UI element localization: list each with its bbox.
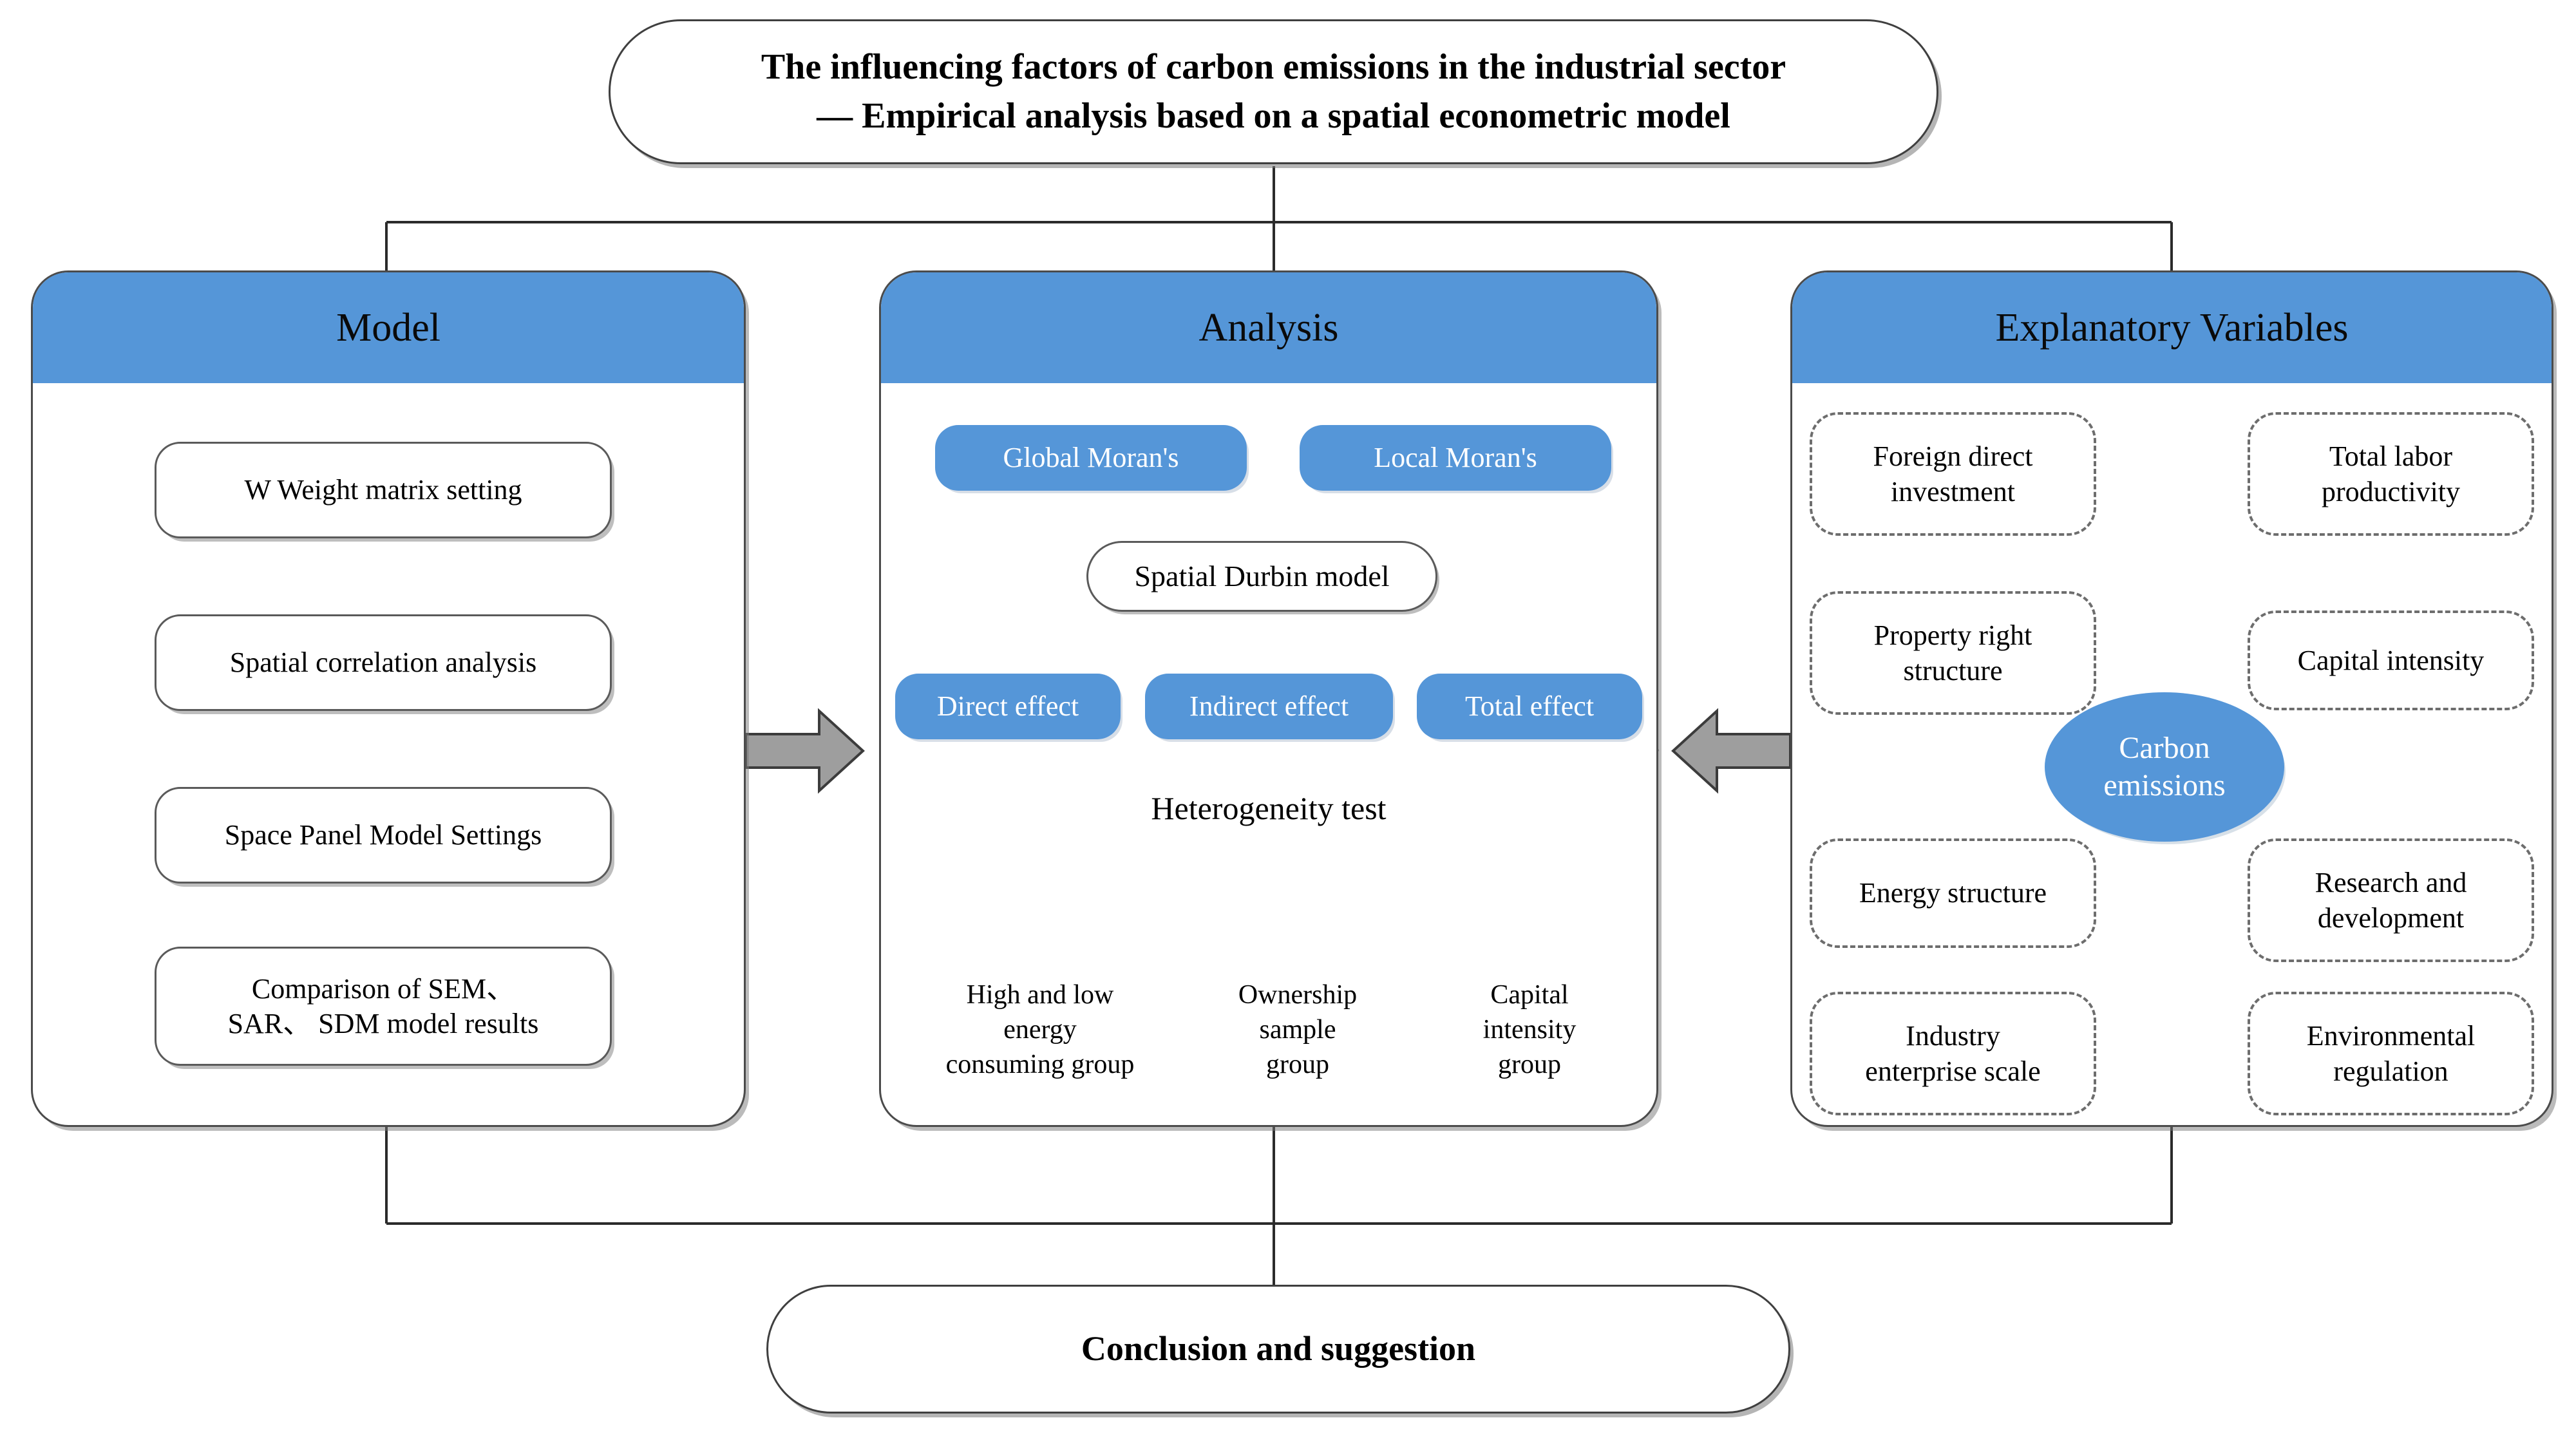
variable-property-right-structure[interactable]: Property right structure — [1810, 591, 2096, 715]
variable-energy-structure-line-1: Energy structure — [1859, 877, 2047, 909]
variable-industry-scale-line-2: enterprise scale — [1865, 1055, 2041, 1087]
page-title-line-1: The influencing factors of carbon emissi… — [761, 46, 1786, 87]
pill-indirect-effect[interactable]: Indirect effect — [1145, 674, 1393, 739]
pill-total-effect[interactable]: Total effect — [1417, 674, 1642, 739]
variable-industry-enterprise-scale[interactable]: Industry enterprise scale — [1810, 992, 2096, 1115]
variable-env-regulation-line-1: Environmental — [2306, 1019, 2476, 1052]
pill-local-morans[interactable]: Local Moran's — [1300, 425, 1611, 491]
variable-property-line-2: structure — [1903, 655, 2003, 686]
node-carbon-emissions[interactable]: Carbon emissions — [2045, 692, 2284, 842]
panel-analysis-header: Analysis — [881, 272, 1656, 383]
variable-env-regulation-line-2: regulation — [2333, 1055, 2448, 1087]
variable-labor-line-2: productivity — [2321, 476, 2461, 507]
carbon-emissions-line-2: emissions — [2103, 768, 2226, 802]
heterogeneity-group-energy: High and low energy consuming group — [902, 966, 1179, 1095]
model-step-space-panel-settings[interactable]: Space Panel Model Settings — [155, 787, 612, 884]
model-to-analysis-block-arrow — [744, 708, 865, 794]
page-title-line-2: — Empirical analysis based on a spatial … — [817, 95, 1730, 136]
model-step-comparison-line-2: SAR、 SDM model results — [227, 1007, 539, 1039]
variable-energy-structure[interactable]: Energy structure — [1810, 838, 2096, 948]
variable-fdi-line-2: investment — [1890, 476, 2016, 507]
label-heterogeneity-test: Heterogeneity test — [1151, 790, 1387, 826]
model-step-model-comparison[interactable]: Comparison of SEM、 SAR、 SDM model result… — [155, 947, 612, 1066]
variable-capital-intensity-line-1: Capital intensity — [2297, 644, 2485, 676]
carbon-emissions-line-1: Carbon — [2119, 731, 2210, 766]
variable-research-and-development[interactable]: Research and development — [2248, 838, 2534, 962]
variable-rd-line-1: Research and — [2315, 866, 2467, 898]
pill-global-morans[interactable]: Global Moran's — [935, 425, 1247, 491]
variable-property-line-1: Property right — [1873, 619, 2032, 651]
node-spatial-durbin-model[interactable]: Spatial Durbin model — [1086, 541, 1437, 612]
heterogeneity-group-energy-line-3: consuming group — [945, 1049, 1135, 1079]
heterogeneity-group-ownership-line-1: Ownership — [1238, 980, 1358, 1010]
heterogeneity-group-capital-intensity: Capital intensity group — [1423, 966, 1636, 1095]
variable-total-labor-productivity[interactable]: Total labor productivity — [2248, 412, 2534, 536]
page-title: The influencing factors of carbon emissi… — [609, 19, 1938, 164]
variable-capital-intensity[interactable]: Capital intensity — [2248, 610, 2534, 710]
heterogeneity-group-energy-line-1: High and low — [966, 980, 1114, 1010]
variables-to-analysis-block-arrow — [1671, 708, 1792, 794]
variable-industry-scale-line-1: Industry — [1906, 1019, 2000, 1052]
heterogeneity-group-capital-line-1: Capital — [1490, 980, 1569, 1010]
variable-fdi-line-1: Foreign direct — [1873, 440, 2033, 472]
heterogeneity-group-capital-line-2: intensity — [1482, 1015, 1577, 1045]
model-step-w-weight-matrix[interactable]: W Weight matrix setting — [155, 442, 612, 538]
variable-labor-line-1: Total labor — [2329, 440, 2453, 472]
heterogeneity-group-ownership: Ownership sample group — [1191, 966, 1404, 1095]
heterogeneity-group-energy-line-2: energy — [1003, 1015, 1077, 1045]
node-conclusion-and-suggestion[interactable]: Conclusion and suggestion — [766, 1285, 1790, 1414]
variable-rd-line-2: development — [2317, 902, 2465, 934]
panel-explanatory-variables-header: Explanatory Variables — [1792, 272, 2552, 383]
variable-environmental-regulation[interactable]: Environmental regulation — [2248, 992, 2534, 1115]
heterogeneity-group-ownership-line-3: group — [1266, 1049, 1329, 1079]
model-step-spatial-correlation[interactable]: Spatial correlation analysis — [155, 614, 612, 711]
variable-foreign-direct-investment[interactable]: Foreign direct investment — [1810, 412, 2096, 536]
heterogeneity-group-capital-line-3: group — [1498, 1049, 1561, 1079]
pill-direct-effect[interactable]: Direct effect — [895, 674, 1121, 739]
panels-to-conclusion-connector — [385, 1127, 2173, 1285]
title-to-bus-connector — [385, 166, 2173, 270]
heterogeneity-group-ownership-line-2: sample — [1259, 1015, 1336, 1045]
model-step-comparison-line-1: Comparison of SEM、 — [251, 972, 515, 1005]
panel-model-header: Model — [33, 272, 744, 383]
